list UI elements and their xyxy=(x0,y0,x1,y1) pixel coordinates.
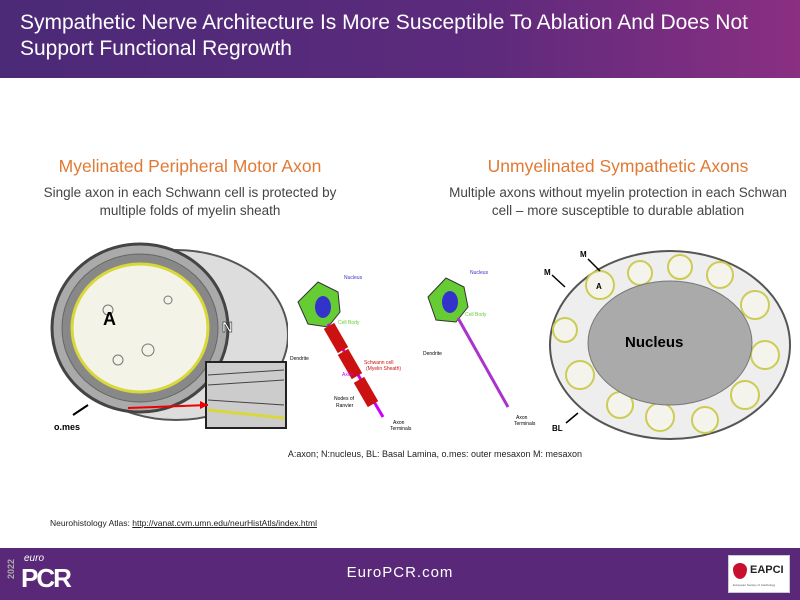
left-subtitle: Single axon in each Schwann cell is prot… xyxy=(43,185,337,218)
schwann-text: Schwann cell xyxy=(364,360,393,366)
title-bar: Sympathetic Nerve Architecture Is More S… xyxy=(0,0,800,78)
axon-text: Axon xyxy=(342,372,354,378)
dendrite-text: Dendrite xyxy=(423,351,442,357)
eapci-logo: EAPCI European Society of Cardiology xyxy=(728,555,790,593)
neuron-diagrams: Nucleus Cell Body Dendrite Schwann cell … xyxy=(290,270,536,432)
cell-body-text: Cell Body xyxy=(465,312,487,318)
unmyelinated-neuron: Nucleus Cell Body Dendrite Axon Terminal… xyxy=(423,270,536,427)
basal-lamina-label: BL xyxy=(552,424,563,433)
dendrite-text: Dendrite xyxy=(290,356,309,362)
myelin-text: (Myelin Sheath) xyxy=(366,366,401,372)
ranvier-text: Ranvier xyxy=(336,403,354,409)
footer: 2022 euro PCR EuroPCR.com EAPCI European… xyxy=(0,548,800,600)
nodes-text: Nodes of xyxy=(334,396,355,402)
heart-icon xyxy=(733,563,747,579)
mesaxon-label-2: M xyxy=(580,250,587,259)
site-url[interactable]: EuroPCR.com xyxy=(346,564,454,581)
reference-link[interactable]: http://vanat.cvm.umn.edu/neurHistAtls/in… xyxy=(132,518,317,528)
axon-label: A xyxy=(103,309,116,329)
terminals-text: Axon xyxy=(516,415,528,421)
reference-label: Neurohistology Atlas: xyxy=(50,518,130,528)
figure-caption: A:axon; N:nucleus, BL: Basal Lamina, o.m… xyxy=(287,449,583,459)
right-subtitle: Multiple axons without myelin protection… xyxy=(449,185,787,218)
nucleus-text: Nucleus xyxy=(344,275,363,281)
unmyelinated-axon-micrograph: Nucleus M M A BL xyxy=(544,250,791,440)
left-heading: Myelinated Peripheral Motor Axon xyxy=(58,156,322,176)
nucleus-text: Nucleus xyxy=(470,270,489,276)
nucleus-label: Nucleus xyxy=(625,334,683,351)
slide-title: Sympathetic Nerve Architecture Is More S… xyxy=(20,11,748,60)
reference: Neurohistology Atlas: http://vanat.cvm.u… xyxy=(50,518,317,528)
partner-sub: European Society of Cardiology xyxy=(733,583,776,587)
mesaxon-label: M xyxy=(544,268,551,277)
outer-mesaxon-label: o.mes xyxy=(54,422,80,432)
nucleus-label: N xyxy=(222,319,233,336)
terminals2-text: Terminals xyxy=(390,426,412,432)
partner-name: EAPCI xyxy=(750,564,784,576)
myelinated-axon-micrograph: A N o.mes xyxy=(50,242,288,432)
myelinated-neuron: Nucleus Cell Body Dendrite Schwann cell … xyxy=(290,275,412,432)
right-heading: Unmyelinated Sympathetic Axons xyxy=(487,156,749,176)
logo-euro: euro xyxy=(24,553,45,564)
cell-body-text: Cell Body xyxy=(338,320,360,326)
terminals-text: Axon xyxy=(393,420,405,426)
logo-pcr: PCR xyxy=(21,563,72,593)
axon-label: A xyxy=(596,282,602,291)
terminals2-text: Terminals xyxy=(514,421,536,427)
